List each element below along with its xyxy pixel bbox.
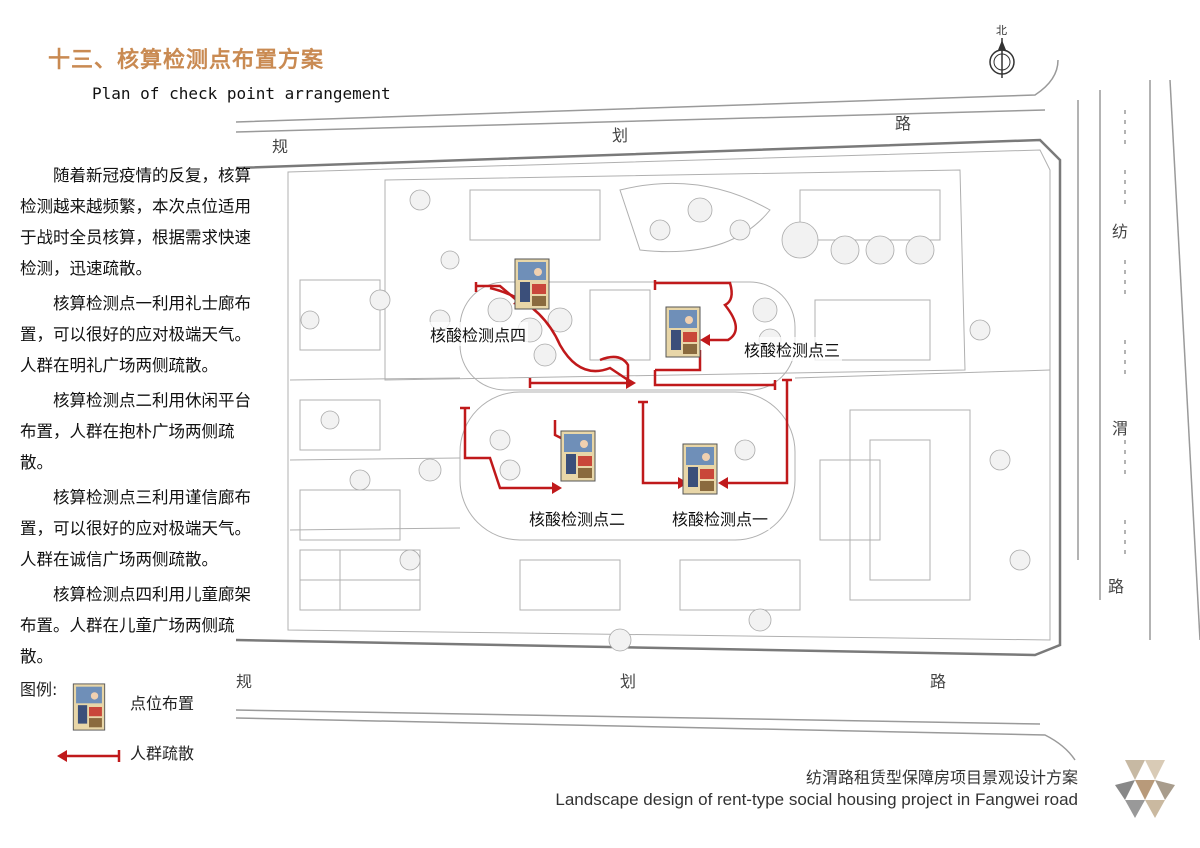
footer-title-en: Landscape design of rent-type social hou… [555,790,1078,809]
checkpoint-icon [72,683,106,731]
north-arrow-icon: 北 [989,24,1015,78]
checkpoint-label-1: 核酸检测点一 [670,506,771,530]
road-label: 划 [620,672,637,691]
description-panel: 随着新冠疫情的反复，核算检测越来越频繁，本次点位适用于战时全员核算，根据需求快速… [20,160,265,676]
logo-icon [1115,760,1175,818]
road-lines [235,59,1200,761]
site-boundary [235,138,1062,657]
site-inner-lines [287,149,1051,641]
checkpoint-icon [514,258,550,310]
checkpoint-icon [560,430,596,482]
checkpoint-label-2: 核酸检测点二 [527,506,628,530]
road-label: 路 [1108,577,1125,596]
evacuation-routes [460,280,792,490]
description-paragraph: 核算检测点三利用谨信廊布置，可以很好的应对极端天气。人群在诚信广场两侧疏散。 [20,488,251,569]
compass-north-label: 北 [996,24,1007,37]
legend-route-arrow [57,750,121,762]
road-label: 纺 [1112,222,1129,241]
description-paragraph: 核算检测点一利用礼士廊布置，可以很好的应对极端天气。人群在明礼广场两侧疏散。 [20,294,251,375]
road-label: 渭 [1112,419,1129,438]
road-label: 规 [236,672,253,691]
legend-title: 图例: [20,680,58,699]
legend-route-label: 人群疏散 [130,744,195,763]
page-subtitle: Plan of check point arrangement [92,84,391,103]
footer-title-zh: 纺渭路租赁型保障房项目景观设计方案 [805,768,1078,787]
checkpoint-label-4: 核酸检测点四 [428,322,529,346]
page-title: 十三、核算检测点布置方案 [48,48,325,73]
legend-point-label: 点位布置 [130,694,195,713]
road-label: 路 [895,114,912,133]
description-paragraph: 随着新冠疫情的反复，核算检测越来越频繁，本次点位适用于战时全员核算，根据需求快速… [20,166,251,278]
road-label: 路 [930,672,947,691]
checkpoint-icon [682,443,718,495]
checkpoint-label-3: 核酸检测点三 [742,337,843,361]
road-label: 规 [272,137,289,156]
checkpoint-icon [665,306,701,358]
description-paragraph: 核算检测点四利用儿童廊架布置。人群在儿童广场两侧疏散。 [20,585,251,666]
tree-symbols [300,189,1031,652]
description-paragraph: 核算检测点二利用休闲平台布置，人群在抱朴广场两侧疏散。 [20,391,251,472]
road-label: 划 [612,126,629,145]
